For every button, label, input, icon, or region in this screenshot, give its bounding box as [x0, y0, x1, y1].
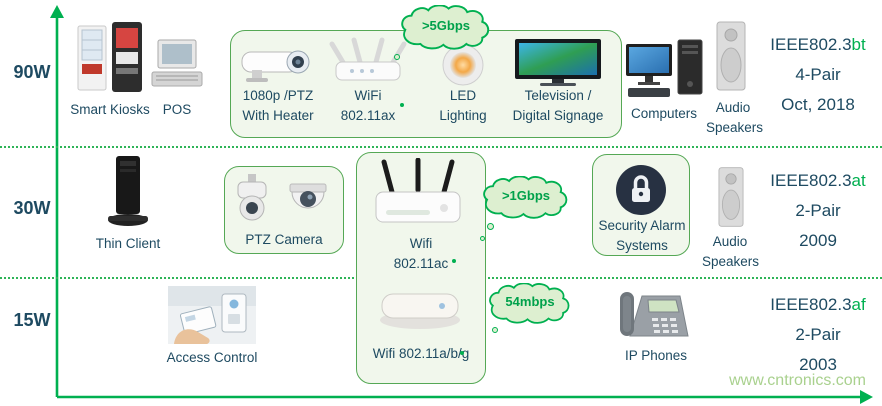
smart-kiosks-label: Smart Kiosks	[70, 102, 150, 117]
power-level-30w: 30W	[13, 198, 51, 218]
standard-suffix: at	[851, 171, 866, 190]
wifi-router-ax-icon	[329, 37, 407, 81]
audio-speaker-icon	[718, 167, 744, 227]
watermark: www.cntronics.com	[729, 372, 866, 389]
standard-suffix: af	[851, 295, 866, 314]
wifi-ap-icon	[380, 293, 460, 329]
standard-ieee8023bt: IEEE802.3bt 4-Pair Oct, 2018	[756, 30, 880, 120]
audio-speakers-label: Audio Speakers	[702, 234, 760, 270]
security-alarm-label: Security Alarm Systems	[598, 218, 686, 254]
pos-label: POS	[162, 102, 192, 117]
ptz-heater-camera-label: 1080p /PTZ With Heater	[242, 88, 314, 124]
standard-name: IEEE802.3bt	[756, 30, 880, 60]
audio-speakers-label: Audio Speakers	[706, 100, 764, 136]
cloud-tail-dot	[480, 236, 485, 241]
power-level-90w: 90W	[13, 62, 51, 82]
dome-camera-icon	[289, 183, 327, 209]
smart-kiosk-icon	[77, 22, 142, 92]
ptz-pole-camera-icon	[237, 174, 267, 221]
cloud-tail-dot	[452, 259, 456, 263]
speed-cloud-54mbps: 54mbps	[484, 283, 576, 325]
bullet-camera-icon	[241, 50, 310, 82]
speed-cloud-5gbps: >5Gbps	[396, 5, 496, 51]
computers-label: Computers	[630, 106, 698, 121]
computers-icon	[626, 39, 703, 97]
thin-client-label: Thin Client	[95, 236, 161, 251]
security-lock-icon	[616, 165, 666, 215]
wifi-router-ac-icon	[375, 158, 461, 223]
standard-suffix: bt	[851, 35, 866, 54]
cloud-label: >5Gbps	[421, 18, 471, 33]
cloud-tail-dot	[460, 351, 464, 355]
access-control-icon	[168, 286, 256, 344]
standard-name: IEEE802.3af	[756, 290, 880, 320]
television-signage-label: Television / Digital Signage	[512, 88, 604, 124]
standard-ieee8023at: IEEE802.3at 2-Pair 2009	[756, 166, 880, 256]
standard-date: 2003	[799, 355, 837, 374]
separator-90w-30w	[0, 146, 882, 148]
wifi-ac-label: Wifi 802.11ac	[393, 236, 449, 272]
ip-phone-icon	[620, 292, 689, 337]
ip-phones-label: IP Phones	[624, 348, 688, 363]
thin-client-icon	[108, 156, 148, 226]
wifi-ax-label: WiFi 802.11ax	[340, 88, 396, 124]
cloud-tail-dot	[394, 54, 400, 60]
cloud-tail-dot	[400, 103, 404, 107]
standard-base: IEEE802.3	[770, 35, 852, 54]
cloud-label: 54mbps	[505, 294, 555, 309]
cloud-tail-dot	[487, 223, 494, 230]
ptz-camera-label: PTZ Camera	[245, 232, 323, 247]
standard-name: IEEE802.3at	[756, 166, 880, 196]
standard-pairs: 2-Pair	[795, 325, 841, 344]
standard-date: 2009	[799, 231, 837, 250]
audio-speaker-icon	[716, 21, 746, 91]
cloud-icon	[489, 283, 570, 324]
standard-ieee8023af: IEEE802.3af 2-Pair 2003	[756, 290, 880, 380]
led-light-icon	[442, 44, 484, 86]
standard-pairs: 4-Pair	[795, 65, 841, 84]
cloud-label: >1Gbps	[501, 188, 551, 203]
cloud-icon	[401, 5, 490, 50]
speed-cloud-1gbps: >1Gbps	[479, 176, 573, 220]
pos-terminal-icon	[151, 39, 203, 87]
led-lighting-label: LED Lighting	[439, 88, 487, 124]
wifi-devices-box	[356, 152, 486, 384]
power-level-15w: 15W	[13, 310, 51, 330]
television-icon	[515, 39, 601, 86]
cloud-tail-dot	[492, 327, 498, 333]
cloud-icon	[483, 176, 568, 219]
standard-date: Oct, 2018	[781, 95, 855, 114]
wifi-abg-label: Wifi 802.11a/b/g	[372, 346, 470, 361]
standard-base: IEEE802.3	[770, 171, 852, 190]
standard-pairs: 2-Pair	[795, 201, 841, 220]
standard-base: IEEE802.3	[770, 295, 852, 314]
access-control-label: Access Control	[166, 350, 258, 365]
